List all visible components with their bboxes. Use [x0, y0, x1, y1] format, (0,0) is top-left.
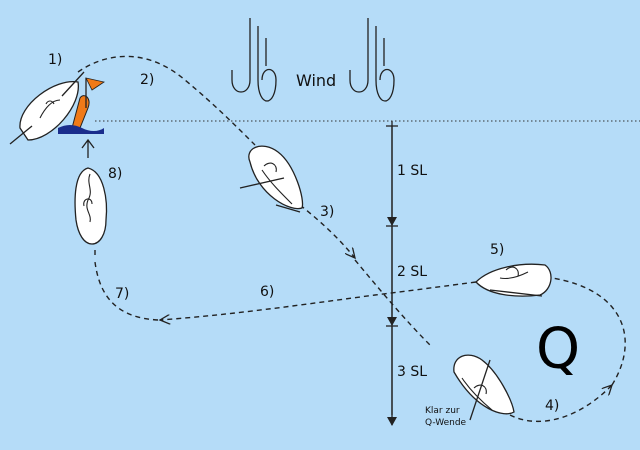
water-icon — [58, 125, 104, 134]
distance-label-1: 1 SL — [397, 163, 427, 179]
step-label-8: 8) — [108, 166, 122, 182]
step-label-3: 3) — [320, 204, 334, 220]
boat-1 — [9, 71, 106, 158]
course-path-6 — [160, 281, 477, 320]
course-path-3 — [354, 259, 431, 346]
course-path-7 — [94, 261, 159, 321]
flag-icon — [85, 77, 106, 91]
distance-label-3: 3 SL — [397, 364, 427, 380]
step-label-6: 6) — [260, 284, 274, 300]
step-label-7: 7) — [115, 286, 129, 302]
boat-2 — [453, 354, 515, 421]
wind-icon-left — [231, 18, 277, 102]
boat-8 — [74, 167, 108, 245]
maneuver-letter: Q — [536, 317, 580, 382]
buoy-icon — [71, 95, 90, 129]
wind-icon-right — [349, 18, 395, 102]
distance-label-2: 2 SL — [397, 264, 427, 280]
course-path — [77, 55, 256, 146]
note-line-1: Klar zur — [425, 406, 460, 416]
boat-3 — [239, 145, 304, 213]
step-label-2: 2) — [140, 72, 154, 88]
note-line-2: Q-Wende — [425, 418, 467, 428]
boat-5 — [475, 263, 552, 297]
course-path-4 — [509, 385, 612, 422]
step-label-1: 1) — [48, 52, 62, 68]
distance-scale — [386, 121, 398, 426]
wind-label: Wind — [296, 71, 336, 90]
step-label-4: 4) — [545, 398, 559, 414]
course-path-5 — [551, 277, 626, 386]
step-label-5: 5) — [490, 242, 504, 258]
